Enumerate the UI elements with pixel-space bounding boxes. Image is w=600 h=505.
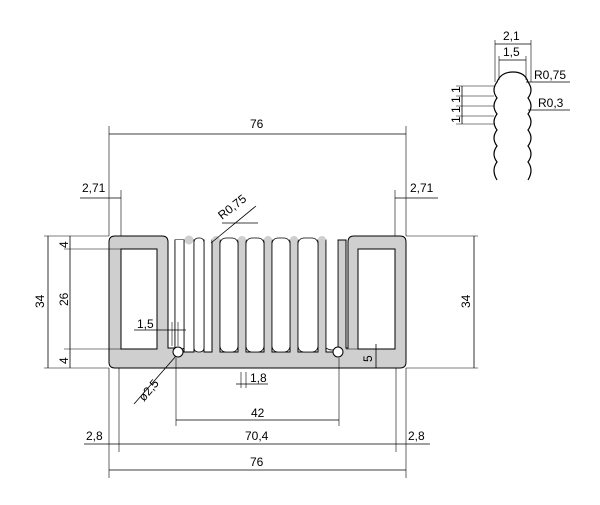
left-chamber [120, 248, 158, 350]
detail-width-inner: 1,5 [503, 45, 520, 59]
dim-overall-width-bottom: 76 [250, 455, 264, 469]
detail-width-outer: 2,1 [503, 29, 520, 43]
screw-hole-right [332, 346, 344, 358]
detail-radius-outer: R0,75 [534, 68, 566, 82]
dim-height-right: 34 [459, 294, 473, 308]
dim-edge-right: 2,8 [408, 429, 425, 443]
detail-radius-inner: R0,3 [538, 96, 564, 110]
dim-base-height: 5 [361, 355, 375, 362]
fin-detail-outline [493, 71, 532, 181]
detail-pitch-2: 1 [449, 96, 463, 103]
fin-tips [184, 235, 326, 245]
dim-top-wall: 4 [57, 241, 71, 248]
right-chamber [357, 248, 396, 350]
dim-right-wall: 2,71 [410, 181, 434, 195]
dim-fin-thickness: 1,8 [250, 371, 267, 385]
dim-left-wall: 2,71 [82, 181, 106, 195]
dimension-labels: 76 2,71 2,71 R0,75 34 26 4 4 34 5 1,5 ø2… [33, 117, 473, 469]
dim-height-left: 34 [33, 294, 47, 308]
dim-hole-diameter: ø2,5 [136, 376, 162, 404]
dim-inner-height: 26 [57, 292, 71, 306]
screw-hole-left [172, 346, 184, 358]
dim-fin-radius: R0,75 [215, 191, 249, 222]
detail-pitch-3: 1 [449, 106, 463, 113]
dim-bottom-wall: 4 [57, 357, 71, 364]
dim-fin-span: 42 [251, 406, 265, 420]
detail-pitch-4: 1 [449, 116, 463, 123]
dimension-lines [44, 126, 478, 478]
dim-edge-left: 2,8 [86, 429, 103, 443]
dim-overall-width-top: 76 [250, 117, 264, 131]
detail-pitch-1: 1 [449, 86, 463, 93]
fin-gaps [174, 237, 339, 353]
fin-detail: 2,1 1,5 R0,75 R0,3 1 1 1 1 [449, 29, 570, 181]
dim-inner-width: 70,4 [245, 429, 269, 443]
heatsink-profile [108, 235, 407, 369]
dim-slot-width: 1,5 [137, 317, 154, 331]
